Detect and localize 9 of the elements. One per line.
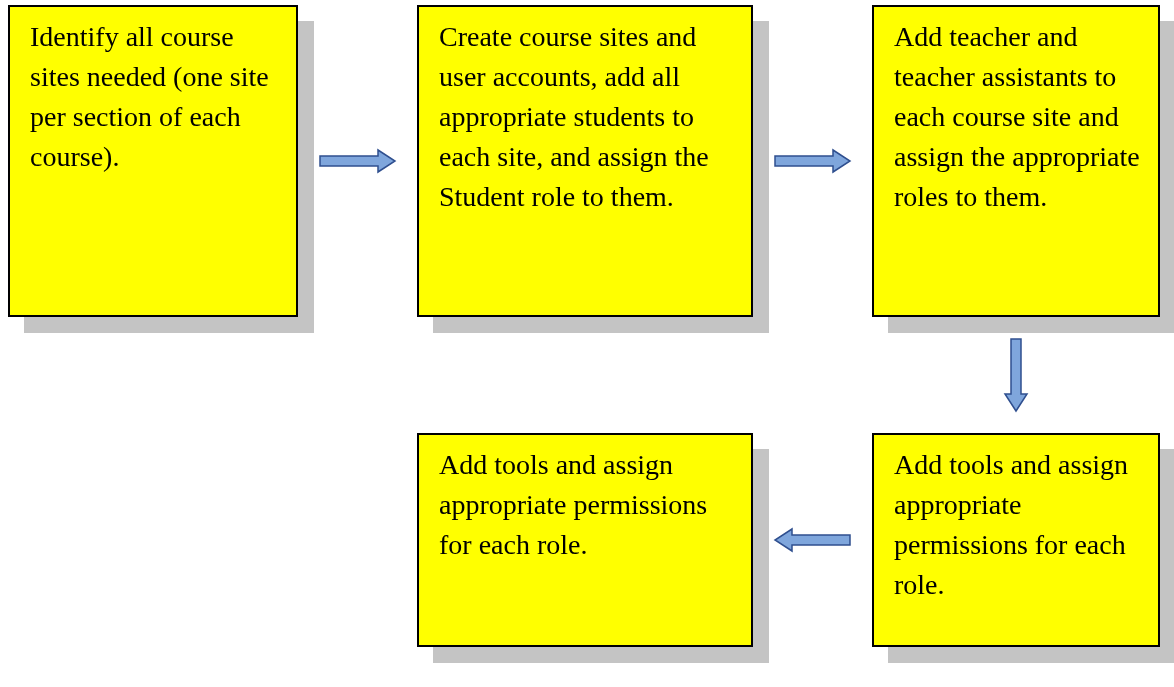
step-text: Identify all course sites needed (one site per section of each course). (30, 20, 270, 174)
block-arrow (319, 148, 397, 174)
step-text: Add tools and assign appropriate permissions for each role. (439, 448, 709, 562)
step-text: Add teacher and teacher assistants to each course site and assign the appropriate roles to them. (894, 20, 1141, 214)
step-text: Add tools and assign appropriate permissions for each role. (894, 448, 1130, 602)
block-arrow (1003, 338, 1029, 413)
block-arrow (773, 527, 851, 553)
block-arrow (774, 148, 852, 174)
step-text: Create course sites and user accounts, add all appropriate students to each site, and assign the Student role to them. (439, 20, 710, 214)
